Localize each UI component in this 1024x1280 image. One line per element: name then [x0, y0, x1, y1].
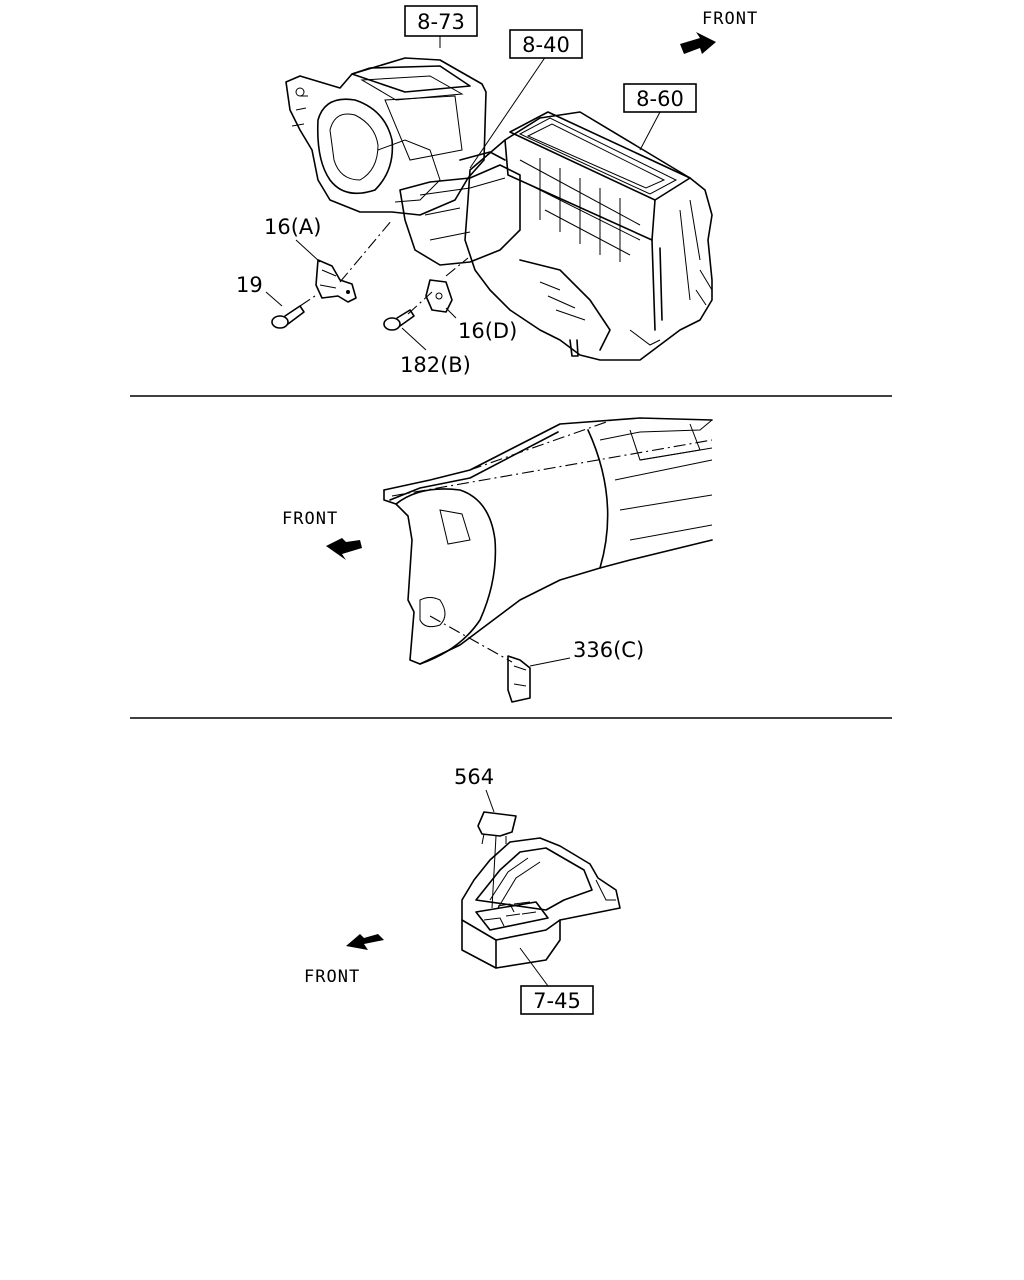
svg-text:7-45: 7-45: [533, 989, 581, 1013]
ref-box-8-73[interactable]: 8-73: [404, 5, 478, 37]
cover-336c-drawing: [507, 655, 531, 703]
part-label-16a: 16(A): [264, 215, 321, 239]
hvac-unit-drawing: [285, 57, 713, 361]
ref-box-7-45[interactable]: 7-45: [520, 985, 594, 1015]
console-box-drawing: [461, 837, 621, 969]
cap-564-drawing: [477, 811, 517, 845]
ref-box-8-40[interactable]: 8-40: [509, 29, 583, 59]
svg-text:8-40: 8-40: [522, 33, 570, 57]
part-label-16d: 16(D): [458, 319, 517, 343]
front-label-middle: FRONT: [282, 509, 338, 529]
front-arrow-bottom-icon: [346, 934, 384, 950]
svg-text:8-73: 8-73: [417, 10, 465, 34]
screw-19-drawing: [271, 305, 305, 329]
bracket-16a-drawing: [315, 259, 357, 303]
part-label-336c: 336(C): [573, 638, 644, 662]
clip-16d-drawing: [425, 279, 453, 313]
front-label-bottom: FRONT: [304, 967, 360, 987]
instrument-panel-drawing: [383, 417, 713, 665]
part-label-19: 19: [236, 273, 263, 297]
part-label-182b: 182(B): [400, 353, 471, 377]
front-arrow-top-icon: [680, 32, 716, 54]
front-label-top: FRONT: [702, 9, 758, 29]
front-arrow-middle-icon: [326, 538, 362, 560]
svg-text:8-60: 8-60: [636, 87, 684, 111]
part-label-564: 564: [454, 765, 494, 789]
ref-box-8-60[interactable]: 8-60: [623, 83, 697, 113]
screw-182b-drawing: [383, 309, 415, 331]
